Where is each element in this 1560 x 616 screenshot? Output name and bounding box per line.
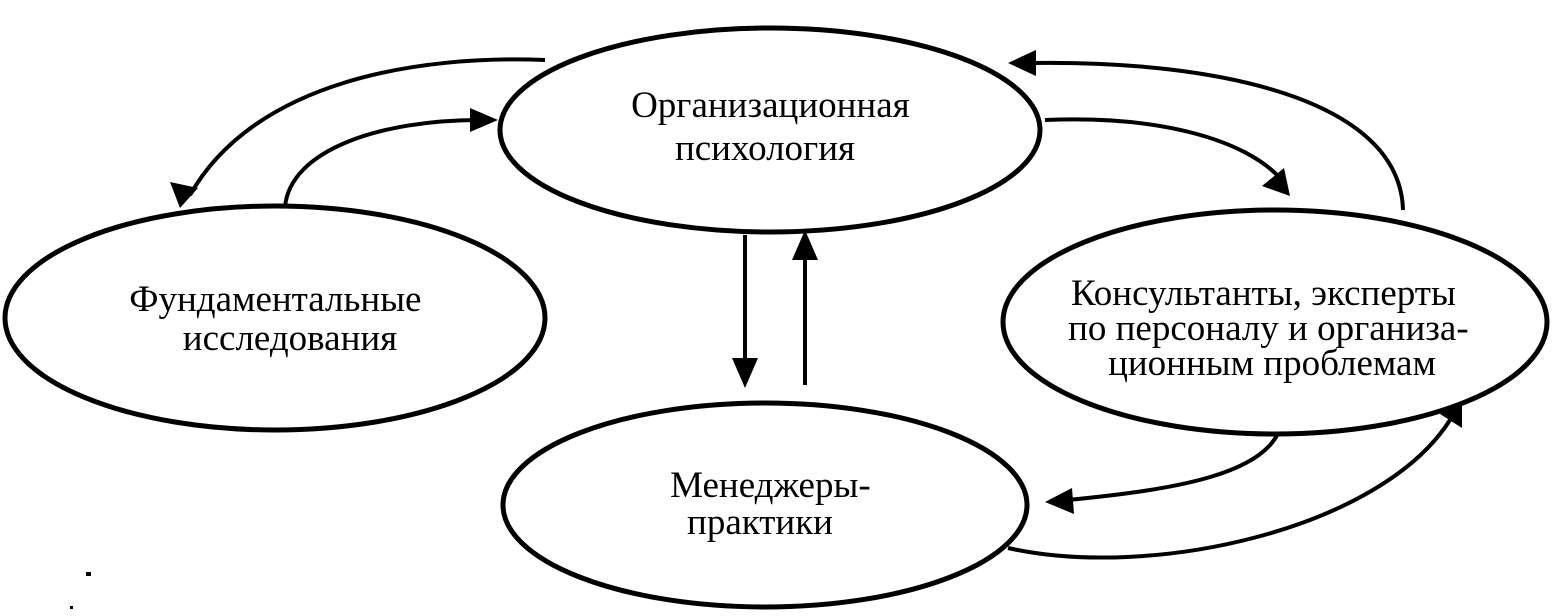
node-consultants: Консультанты, эксперты по персоналу и ор… (1000, 207, 1550, 437)
node-org-psych: Организационная психология (497, 25, 1043, 235)
node-org-psych-label: Организационная психология (631, 85, 919, 169)
node-managers-label: Менеджеры- практики (670, 465, 880, 543)
node-managers-line-2: практики (687, 502, 833, 543)
arrow-managers-to-consultants (1007, 418, 1452, 560)
node-managers: Менеджеры- практики (500, 400, 1030, 610)
arrowhead-consultants-to-org-psych (1008, 50, 1036, 76)
edges-layer (170, 50, 1462, 560)
node-consultants-line-2: по персоналу и организа- (1068, 308, 1469, 349)
node-fundamental: Фундаментальные исследования (2, 203, 548, 433)
arrow-consultants-to-org-psych (1029, 60, 1405, 211)
node-org-psych-line-1: Организационная (631, 85, 910, 126)
node-consultants-label: Консультанты, эксперты по персоналу и ор… (1068, 273, 1478, 384)
node-managers-ellipse (500, 400, 1030, 610)
arrowhead-fundamental-to-org-psych (470, 108, 498, 132)
node-consultants-line-1: Консультанты, эксперты (1071, 273, 1456, 314)
arrowhead-org-psych-to-consultants (1262, 168, 1290, 196)
arrow-fundamental-to-org-psych (283, 118, 481, 208)
node-fundamental-line-1: Фундаментальные (129, 279, 421, 320)
node-fundamental-line-2: исследования (183, 318, 397, 359)
node-consultants-ellipse (1000, 207, 1550, 437)
arrow-org-psych-to-fundamental (188, 57, 546, 196)
arrowhead-org-psych-to-fundamental (170, 182, 198, 208)
arrowhead-managers-to-org-psych (792, 230, 818, 260)
node-org-psych-ellipse (497, 25, 1043, 235)
arrowhead-org-psych-to-managers (732, 358, 758, 388)
node-fundamental-label: Фундаментальные исследования (129, 279, 430, 359)
node-managers-line-1: Менеджеры- (670, 465, 871, 506)
arrow-consultants-to-managers (1067, 419, 1284, 502)
arrowhead-consultants-to-managers (1045, 488, 1074, 514)
node-consultants-line-3: ционным проблемам (1108, 343, 1436, 384)
arrow-org-psych-to-consultants (1044, 117, 1282, 180)
scan-speck (86, 572, 91, 576)
scan-speck (70, 606, 73, 609)
node-fundamental-ellipse (2, 203, 548, 433)
node-org-psych-line-2: психология (675, 128, 855, 169)
